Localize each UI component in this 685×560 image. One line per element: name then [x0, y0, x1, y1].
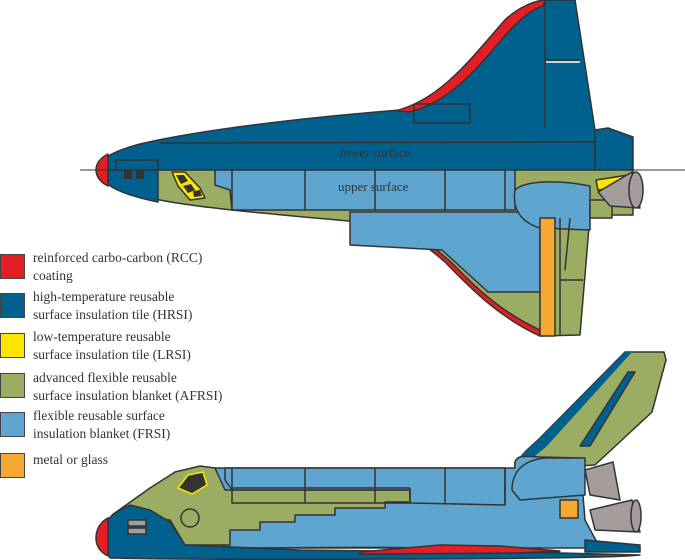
window-panes — [176, 175, 202, 197]
upper-surface-label: upper surface — [338, 179, 409, 194]
legend-swatch-metal — [0, 453, 25, 478]
side-hatch — [180, 508, 200, 528]
legend-label: advanced flexible reusable — [33, 370, 177, 385]
legend-item-frsi: flexible reusable surface insulation bla… — [0, 408, 171, 443]
engine-exit — [628, 171, 644, 209]
legend-label: low-temperature reusable — [33, 329, 171, 344]
legend-label: surface insulation tile (HRSI) — [33, 307, 193, 322]
side-view-shuttle — [95, 351, 667, 560]
nose-panel — [115, 159, 159, 170]
metal-panel — [559, 499, 579, 519]
legend-swatch-frsi — [0, 412, 25, 437]
elevon-metal — [539, 217, 556, 337]
legend-item-afrsi: advanced flexible reusable surface insul… — [0, 370, 223, 405]
legend-label: high-temperature reusable — [33, 289, 175, 304]
main-engine-exit — [630, 499, 642, 533]
tail-fin-leading-edge-hrsi — [515, 352, 632, 470]
body-flap — [584, 539, 641, 553]
cockpit-windows-lrsi — [177, 471, 208, 495]
legend-swatch-rcc — [0, 254, 25, 279]
lower-fuselage-hrsi — [99, 504, 641, 560]
body-flap — [589, 199, 613, 219]
oms-engine — [584, 461, 621, 501]
lower-surface-label: lower surface — [340, 145, 411, 160]
hrsi-panel — [413, 103, 471, 124]
main-engine — [589, 499, 641, 533]
rcs-thruster — [127, 527, 147, 535]
legend-label: reinforced carbo-carbon (RCC) — [33, 250, 203, 265]
nose-vent — [124, 170, 132, 179]
legend-label: coating — [33, 268, 73, 283]
nose-vent — [136, 170, 144, 179]
legend-label: insulation blanket (FRSI) — [33, 426, 171, 441]
nose-cap-rcc — [95, 517, 109, 557]
payload-bay-lines — [231, 170, 506, 210]
tail-fin-rudder-hrsi — [579, 371, 636, 447]
fin-hinge-line — [544, 0, 580, 128]
legend-swatch-lrsi — [0, 333, 25, 358]
legend-label: surface insulation tile (LRSI) — [33, 347, 191, 362]
elevon-lines — [559, 217, 583, 336]
legend-label: surface insulation blanket (AFRSI) — [33, 388, 223, 403]
legend-item-rcc: reinforced carbo-carbon (RCC) coating — [0, 250, 202, 285]
legend-label: metal or glass — [33, 452, 108, 467]
payload-bay-lines — [231, 468, 506, 504]
legend-item-metal: metal or glass — [0, 452, 108, 478]
legend-item-lrsi: low-temperature reusable surface insulat… — [0, 329, 191, 364]
rcs-thruster — [127, 519, 147, 527]
wing-frsi — [349, 211, 541, 293]
top-view-shuttle — [80, 0, 685, 337]
fin-leading-edge-rcc — [394, 0, 546, 113]
legend-swatch-afrsi — [0, 373, 25, 398]
hrsi-line — [159, 141, 596, 144]
legend-swatch-hrsi — [0, 293, 25, 318]
oms-pod — [511, 457, 586, 501]
legend-item-hrsi: high-temperature reusable surface insula… — [0, 289, 193, 324]
legend-label: flexible reusable surface — [33, 408, 165, 423]
wing-leading-edge-rcc — [359, 544, 561, 555]
